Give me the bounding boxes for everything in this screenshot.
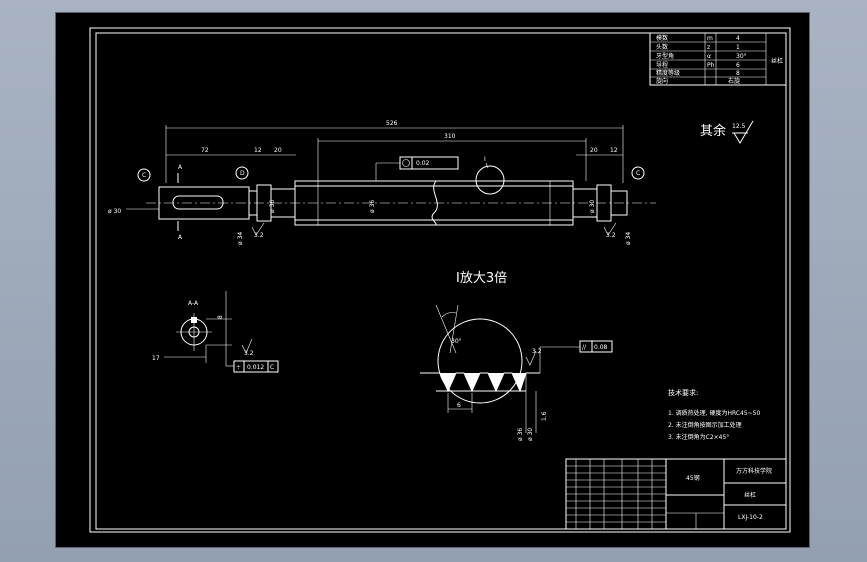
svg-text:ø 30: ø 30 [589, 200, 596, 213]
svg-text:0.02: 0.02 [416, 160, 430, 167]
svg-text:3.2: 3.2 [254, 232, 264, 239]
tech-requirements: 技术要求: 1. 调质热处理, 硬度为HRC45~50 2. 未注倒角按图示加工… [668, 388, 760, 441]
svg-text:丝杠: 丝杠 [744, 491, 756, 499]
svg-text:技术要求:: 技术要求: [668, 388, 698, 397]
sheet-outer-border [89, 27, 791, 533]
svg-text:20: 20 [590, 147, 598, 154]
svg-text:万方科技学院: 万方科技学院 [736, 467, 772, 475]
svg-text:6: 6 [457, 402, 461, 409]
svg-text:LXJ-10-2: LXJ-10-2 [738, 514, 763, 521]
detail-i-view: I放大3倍 30° 6 3.2 // 0.08 ø 36 ø 30 1.6 [420, 271, 613, 441]
svg-text:ø 36: ø 36 [369, 200, 376, 213]
svg-text:I放大3倍: I放大3倍 [456, 271, 507, 286]
svg-text:旋向: 旋向 [656, 77, 668, 85]
svg-text:1.6: 1.6 [541, 411, 548, 421]
svg-text:右旋: 右旋 [728, 77, 740, 85]
svg-text:A: A [178, 234, 183, 241]
param-table: 模数 m 4 头数 z 1 牙型角 α 30° 导程 Ph 6 精度等级 8 旋… [649, 32, 787, 86]
svg-text:12: 12 [254, 147, 262, 154]
svg-text:3.2: 3.2 [532, 348, 542, 355]
svg-text:α: α [707, 53, 711, 60]
svg-text:8: 8 [217, 315, 224, 319]
svg-text:4: 4 [736, 35, 740, 42]
section-a-a: A-A 17 8 3.2 ÷ 0.012 C [152, 291, 279, 373]
section-keyway-dim: 17 [152, 355, 160, 362]
svg-text:C: C [636, 170, 640, 177]
svg-text:ø 36: ø 36 [269, 200, 276, 213]
svg-text:1. 调质热处理, 硬度为HRC45~50: 1. 调质热处理, 硬度为HRC45~50 [668, 409, 760, 417]
svg-text:2. 未注倒角按图示加工处理: 2. 未注倒角按图示加工处理 [668, 421, 742, 429]
drawing-canvas[interactable]: 模数 m 4 头数 z 1 牙型角 α 30° 导程 Ph 6 精度等级 8 旋… [56, 13, 809, 547]
svg-text:45钢: 45钢 [686, 474, 700, 482]
svg-text:20: 20 [274, 147, 282, 154]
svg-text:Ph: Ph [707, 62, 715, 69]
svg-text:3.2: 3.2 [606, 232, 616, 239]
param-row-1-name: 模数 [656, 34, 668, 42]
svg-text:D: D [240, 170, 245, 177]
roughness-note: 其余 12.5 [700, 120, 754, 144]
svg-text:310: 310 [444, 133, 456, 140]
svg-text:ø 34: ø 34 [625, 232, 632, 245]
svg-text:ø 34: ø 34 [237, 232, 244, 245]
svg-text:m: m [707, 35, 713, 42]
svg-text:0.08: 0.08 [594, 344, 608, 351]
svg-text:30°: 30° [736, 53, 747, 60]
svg-text:I: I [484, 156, 486, 163]
dimensions-top: 526 310 72 12 20 20 12 A A C D C 0.02 [137, 120, 645, 241]
svg-text:3.2: 3.2 [244, 350, 254, 357]
svg-text:导程: 导程 [656, 61, 668, 69]
svg-text:526: 526 [386, 120, 398, 127]
svg-text:C: C [142, 172, 146, 179]
sheet-inner-border [95, 32, 787, 530]
svg-text:0.012: 0.012 [247, 364, 264, 371]
svg-text:ø 30: ø 30 [108, 208, 121, 215]
svg-text:6: 6 [736, 62, 740, 69]
svg-text:30°: 30° [451, 338, 462, 345]
svg-text:72: 72 [201, 147, 209, 154]
svg-text:ø 30: ø 30 [527, 428, 534, 441]
svg-text:头数: 头数 [656, 43, 668, 51]
svg-text:z: z [707, 44, 710, 51]
svg-text:丝杠: 丝杠 [771, 57, 783, 65]
svg-text:12.5: 12.5 [732, 123, 746, 130]
svg-text:精度等级: 精度等级 [656, 69, 680, 77]
svg-text:C: C [270, 364, 274, 371]
svg-text:ø 36: ø 36 [517, 428, 524, 441]
title-block: 45钢 万方科技学院 丝杠 LXJ-10-2 [565, 458, 787, 530]
shaft-main-view: I [146, 156, 656, 226]
svg-text:8: 8 [736, 70, 740, 77]
svg-text:其余: 其余 [700, 123, 726, 139]
svg-text:÷: ÷ [236, 364, 241, 371]
cad-viewport[interactable]: 模数 m 4 头数 z 1 牙型角 α 30° 导程 Ph 6 精度等级 8 旋… [56, 13, 809, 547]
dimensions-diameters: ø 30 ø 34 ø 36 ø 36 ø 30 ø 34 3.2 3.2 [108, 200, 632, 245]
svg-text://: // [582, 344, 587, 351]
svg-text:1: 1 [736, 44, 740, 51]
svg-text:A-A: A-A [188, 300, 199, 307]
svg-text:3. 未注倒角为C2×45°: 3. 未注倒角为C2×45° [668, 433, 729, 441]
svg-text:A: A [178, 164, 183, 171]
svg-text:12: 12 [610, 147, 618, 154]
svg-text:牙型角: 牙型角 [656, 52, 674, 60]
